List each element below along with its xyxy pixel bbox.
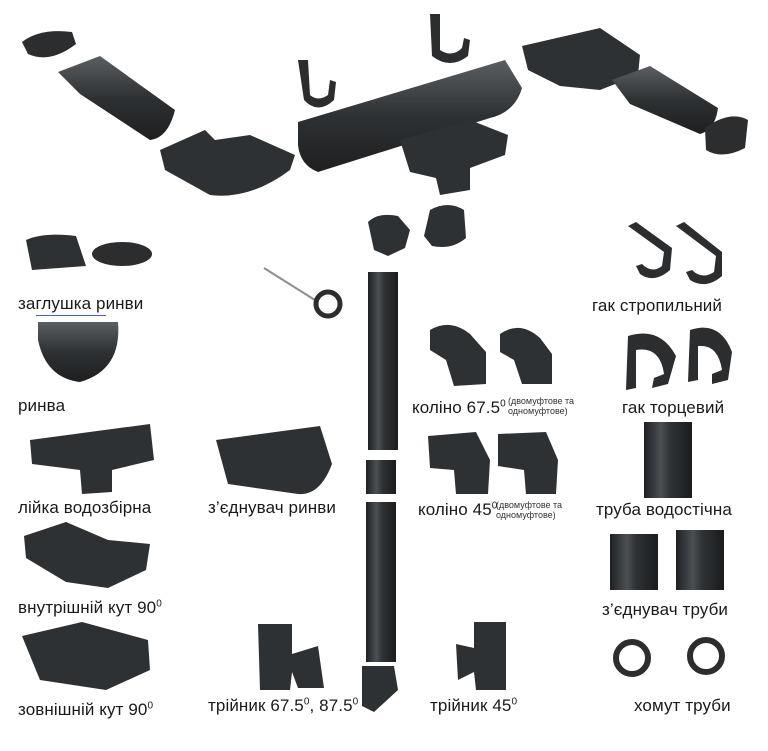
label-fascia-hook: гак торцевий [622, 398, 725, 417]
column-pipe-upper [368, 272, 398, 450]
top-end-cap [22, 31, 76, 58]
elbow-675-a [430, 324, 486, 386]
column-elbow-2 [424, 205, 466, 247]
label-tee-675: трійник 67.50, 87.50 [208, 696, 359, 715]
column-pipe-connector [366, 460, 396, 494]
elbow-45-a [428, 432, 490, 494]
outer-corner-part [22, 622, 150, 690]
label-pipe-clamp: хомут труби [634, 696, 731, 715]
pipe-connector-part-1 [610, 534, 658, 590]
column-bracket-rod [263, 267, 319, 303]
middle-fittings [258, 324, 558, 690]
top-outer-corner [160, 130, 295, 196]
elbow-45-b [498, 432, 558, 494]
top-inner-corner [522, 28, 640, 90]
top-gutter-left [58, 56, 175, 140]
tee-675-part [258, 624, 324, 690]
label-gutter: ринва [18, 396, 66, 415]
column-bracket [313, 289, 343, 319]
label-outer-corner: зовнішній кут 900 [18, 700, 154, 719]
label-pipe-connector: з’єднувач труби [602, 600, 729, 619]
top-gutter-right [612, 66, 718, 134]
right-parts [610, 222, 732, 677]
top-gutter-middle [298, 60, 522, 172]
elbow-675-b [500, 327, 552, 384]
column-pipe-lower [366, 502, 396, 662]
rafter-hook-part-1 [628, 222, 672, 279]
left-parts [22, 234, 332, 690]
pipe-clamp-part-1 [613, 639, 651, 677]
fascia-hook-part-2 [688, 327, 732, 384]
end-cap-part-2 [92, 242, 152, 266]
label-gutter-connector: з’єднувач ринви [208, 498, 336, 517]
end-cap-part [26, 234, 86, 270]
column-bottom-elbow [362, 666, 398, 712]
outlet-part [30, 424, 154, 494]
label-underline [36, 315, 106, 316]
downpipe-part [644, 422, 692, 498]
top-hook-1 [298, 60, 336, 108]
inner-corner-part [24, 522, 150, 588]
gutter-connector-part [216, 426, 332, 495]
top-assembly [22, 14, 748, 196]
label-outlet: лійка водозбірна [18, 498, 152, 517]
label-downpipe: труба водостічна [596, 500, 732, 519]
label-elbow-675: коліно 67.50 [412, 398, 506, 417]
top-outlet [400, 120, 508, 195]
label-inner-corner: внутрішній кут 900 [18, 598, 162, 617]
fascia-hook-part-1 [626, 333, 676, 390]
column-elbow-top [368, 214, 410, 256]
top-end-cap-right [705, 116, 748, 155]
pipe-connector-part-2 [676, 530, 724, 590]
central-downpipe-column [263, 205, 466, 712]
label-elbow-45: коліно 450 [418, 500, 498, 519]
gutter-part [38, 322, 119, 382]
label-end-cap: заглушка ринви [18, 294, 144, 313]
top-hook-2 [430, 14, 470, 63]
label-tee-45: трійник 450 [430, 696, 518, 715]
rafter-hook-part-2 [676, 222, 722, 285]
tee-45-part [456, 622, 506, 690]
label-rafter-hook: гак стропильний [592, 296, 722, 315]
pipe-clamp-part-2 [687, 637, 725, 675]
